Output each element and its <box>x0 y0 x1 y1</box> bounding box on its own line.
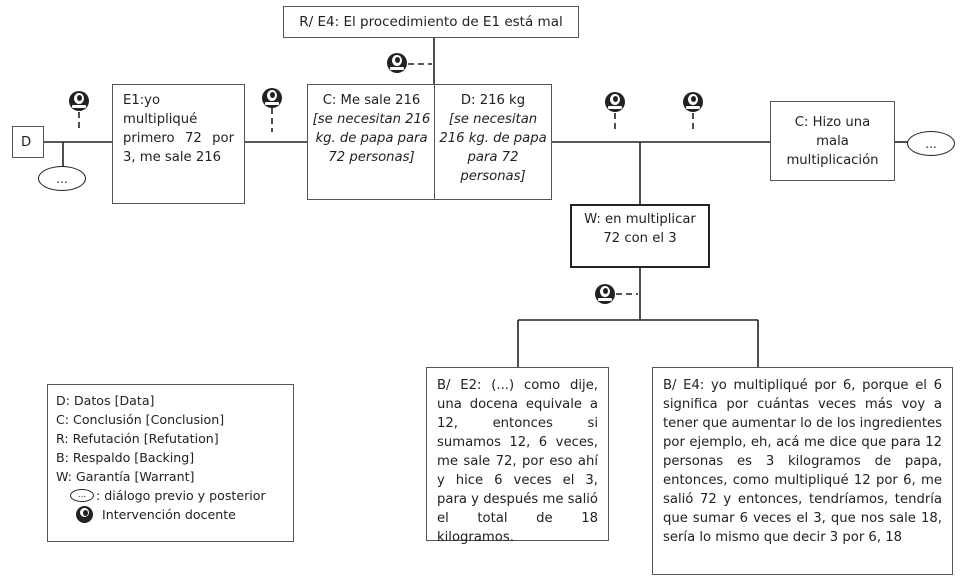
ellipsis-text: ... <box>925 136 937 151</box>
backing-e2-box: B/ E2: (...) como dije, una docena equiv… <box>426 367 609 545</box>
legend-item-teacher: Intervención docente <box>56 505 285 524</box>
backing-e4-text: B/ E4: yo multipliqué por 6, porque el 6… <box>663 378 942 545</box>
teacher-intervention-icon <box>605 92 625 112</box>
teacher-intervention-icon <box>262 88 282 108</box>
refutation-box: R/ E4: El procedimiento de E1 está mal <box>283 6 579 38</box>
conclusion-text: C: Hizo una mala multiplicación <box>786 115 879 168</box>
e1-text: E1:yo multipliqué primero 72 por 3, me s… <box>123 93 234 165</box>
dialog-oval-start: ... <box>38 166 86 191</box>
claim1-box: C: Me sale 216 [se necesitan 216 kg. de … <box>307 84 436 200</box>
teacher-intervention-icon <box>683 92 703 112</box>
dialog-oval-end: ... <box>907 131 955 156</box>
data-start-box: D <box>12 126 44 158</box>
legend-item-refutation: R: Refutación [Refutation] <box>56 431 219 446</box>
legend-item-dialog: ... : diálogo previo y posterior <box>56 486 285 505</box>
data-start-label: D <box>21 135 32 150</box>
warrant-box: W: en multiplicar 72 con el 3 <box>570 204 710 268</box>
claim1-label: C: Me sale 216 <box>322 93 421 108</box>
legend-dialog-oval: ... <box>70 489 94 502</box>
legend-item-warrant: W: Garantía [Warrant] <box>56 469 195 484</box>
conclusion-box: C: Hizo una mala multiplicación <box>770 101 895 181</box>
e1-data-box: E1:yo multipliqué primero 72 por 3, me s… <box>112 84 245 204</box>
data2-note: [se necesitan 216 kg. de papa para 72 pe… <box>439 112 547 184</box>
legend-dialog-text: : diálogo previo y posterior <box>96 488 266 503</box>
ellipsis-text: ... <box>56 171 68 186</box>
legend-item-data: D: Datos [Data] <box>56 393 155 408</box>
teacher-intervention-icon <box>595 284 615 304</box>
warrant-text: W: en multiplicar 72 con el 3 <box>584 212 696 246</box>
data2-box: D: 216 kg [se necesitan 216 kg. de papa … <box>434 84 552 200</box>
legend-dialog-symbol: ... <box>56 489 96 502</box>
data2-label: D: 216 kg <box>460 93 526 108</box>
claim1-note: [se necesitan 216 kg. de papa para 72 pe… <box>312 112 431 165</box>
legend-teacher-text: Intervención docente <box>102 507 236 522</box>
teacher-intervention-icon <box>69 91 89 111</box>
legend-item-backing: B: Respaldo [Backing] <box>56 450 195 465</box>
legend-box: D: Datos [Data] C: Conclusión [Conclusio… <box>47 384 294 542</box>
teacher-intervention-icon <box>387 53 407 73</box>
refutation-text: R/ E4: El procedimiento de E1 está mal <box>299 14 563 30</box>
backing-e2-text: B/ E2: (...) como dije, una docena equiv… <box>437 378 598 545</box>
teacher-intervention-icon <box>76 506 93 523</box>
legend-teacher-symbol <box>56 505 102 524</box>
backing-e4-box: B/ E4: yo multipliqué por 6, porque el 6… <box>652 367 953 575</box>
legend-item-conclusion: C: Conclusión [Conclusion] <box>56 412 225 427</box>
